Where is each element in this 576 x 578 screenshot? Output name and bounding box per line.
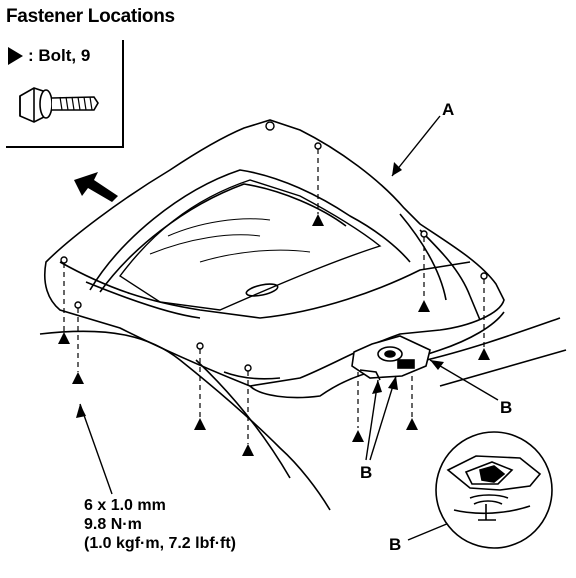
bolt-illustration: [19, 87, 99, 123]
bolt-marker-icon: [242, 444, 254, 456]
bolt-hole: [244, 364, 252, 372]
bolt-markers: [58, 214, 490, 456]
bolt-marker-icon: [406, 418, 418, 430]
bolt-hole: [74, 301, 82, 309]
torque-nm: 9.8 N·m: [84, 516, 142, 533]
callout-arrowheads: [76, 162, 466, 524]
torque-spec: 6 x 1.0 mm 9.8 N·m (1.0 kgf·m, 7.2 lbf·f…: [84, 496, 236, 553]
front-direction-arrow: [74, 172, 118, 202]
bolt-marker-icon: [478, 348, 490, 360]
headliner-panel: [44, 119, 505, 399]
bolt-legend-box: [6, 40, 124, 148]
torque-alt: (1.0 kgf·m, 7.2 lbf·ft): [84, 535, 237, 552]
diagram-title: Fastener Locations: [6, 6, 175, 27]
bolt-marker-icon: [8, 47, 23, 65]
callout-b-detail: B: [389, 535, 402, 554]
bolt-legend: : Bolt, 9: [8, 46, 90, 66]
callout-b-clip: B: [500, 398, 513, 417]
bolt-marker-icon: [58, 332, 70, 344]
bolt-marker-icon: [194, 418, 206, 430]
clip-detail-inset: [435, 431, 553, 549]
clip-bracket: [351, 335, 431, 381]
bolt-hole: [480, 272, 488, 280]
bolt-size: 6 x 1.0 mm: [84, 497, 166, 514]
bolt-hole: [314, 142, 322, 150]
roof-outline: [39, 317, 567, 511]
bolt-hole: [60, 256, 68, 264]
bolt-hole: [265, 121, 275, 131]
bolt-marker-icon: [312, 214, 324, 226]
bolt-hole: [196, 342, 204, 350]
bolt-hole: [420, 230, 428, 238]
bolt-legend-label: : Bolt, 9: [28, 46, 91, 65]
bolt-marker-icon: [352, 430, 364, 442]
bolt-marker-icon: [72, 372, 84, 384]
bolt-marker-icon: [418, 300, 430, 312]
callout-b-lower: B: [360, 463, 373, 482]
callout-a: A: [442, 100, 455, 119]
bolt-leaders: [63, 149, 485, 444]
